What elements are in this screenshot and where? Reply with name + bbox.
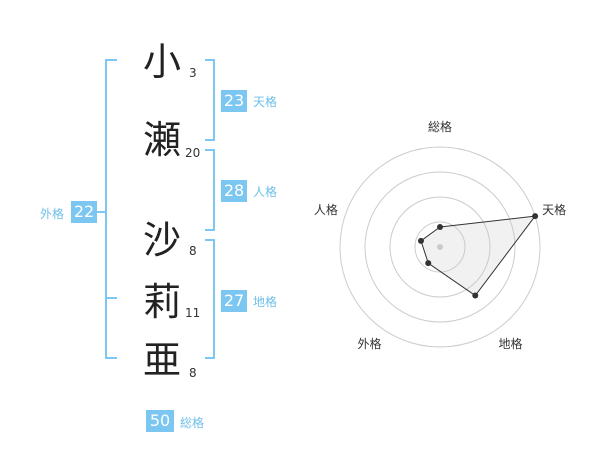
radar-point (472, 292, 479, 299)
radar-ring (389, 196, 491, 298)
bracket-lines (94, 59, 215, 359)
radar-center-dot (437, 244, 443, 250)
gaikaku-bracket (105, 59, 117, 359)
name-char-2: 瀬 (142, 118, 181, 162)
name-char-5: 亜 (142, 338, 181, 382)
name-char-1: 小 (142, 40, 181, 84)
name-char-4: 莉 (142, 280, 181, 324)
stroke-count-2: 20 (185, 146, 201, 160)
radar-ring (414, 221, 466, 273)
radar-ring (339, 146, 541, 348)
radar-point (425, 260, 432, 267)
chikaku-label: 地格 (253, 295, 278, 309)
soukaku-label: 総格 (180, 416, 205, 430)
chikaku-bracket (205, 239, 215, 359)
radar-axis-label: 外格 (357, 336, 381, 351)
tenkaku-badge: 23 (221, 90, 247, 112)
stroke-count-1: 3 (189, 66, 197, 80)
jinkaku-badge: 28 (221, 180, 247, 202)
stroke-count-4: 11 (185, 306, 201, 320)
stroke-count-3: 8 (189, 244, 197, 258)
gaikaku-label: 外格 (40, 207, 65, 221)
soukaku-badge: 50 (146, 410, 174, 432)
name-char-3: 沙 (142, 218, 181, 262)
jinkaku-bracket (205, 149, 215, 231)
radar-axis-label: 地格 (499, 336, 523, 351)
radar-point (417, 237, 424, 244)
radar-ring (364, 171, 516, 323)
gaikaku-badge: 22 (71, 201, 97, 223)
chikaku-badge: 27 (221, 290, 247, 312)
radar-axis-label: 天格 (542, 202, 566, 217)
radar-polygon (420, 215, 537, 297)
radar-point (437, 224, 443, 230)
jinkaku-label: 人格 (253, 185, 278, 199)
stroke-count-5: 8 (189, 366, 197, 380)
radar-point (532, 213, 539, 220)
radar-axis-label: 人格 (314, 202, 338, 217)
tenkaku-bracket (205, 59, 215, 141)
tenkaku-label: 天格 (253, 95, 278, 109)
radar-axis-label: 総格 (428, 119, 452, 134)
